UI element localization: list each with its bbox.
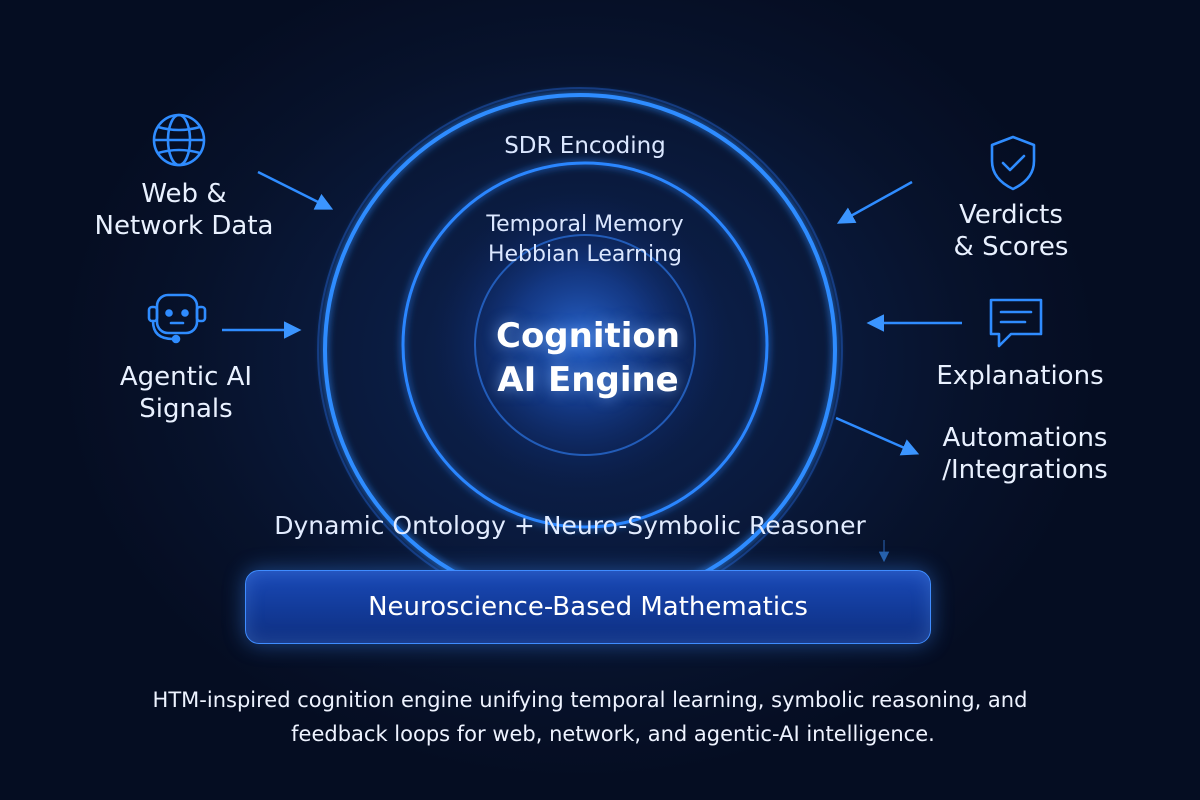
core-title-line2: AI Engine — [497, 360, 679, 400]
reasoner-label: Dynamic Ontology + Neuro-Symbolic Reason… — [274, 511, 866, 540]
verdicts-label-line2: & Scores — [953, 232, 1069, 262]
caption-line1: HTM-inspired cognition engine unifying t… — [152, 688, 1028, 712]
explanations-label: Explanations — [920, 360, 1120, 392]
agentic-label-line1: Agentic AI — [119, 362, 253, 392]
core-glow — [430, 190, 730, 490]
automations-label-line2: /Integrations — [942, 455, 1108, 485]
automations-output-arrow — [835, 416, 920, 456]
temporal-memory-line: Temporal Memory — [486, 212, 684, 237]
sdr-encoding-label: SDR Encoding — [504, 133, 666, 159]
automations-label-line1: Automations — [942, 423, 1108, 453]
neuroscience-mathematics-box: Neuroscience-Based Mathematics — [245, 570, 931, 644]
web-network-data-label: Web & Network Data — [94, 178, 274, 242]
agentic-label-line2: Signals — [139, 394, 233, 424]
inner-ring — [474, 234, 696, 456]
cognition-ai-engine-title: Cognition AI Engine — [478, 314, 698, 402]
web-label-line2: Network Data — [94, 211, 274, 241]
neuroscience-mathematics-label: Neuroscience-Based Mathematics — [368, 592, 808, 622]
verdicts-output-arrow — [836, 180, 913, 224]
core-title-line1: Cognition — [496, 316, 680, 356]
hebbian-learning-line: Hebbian Learning — [487, 242, 683, 267]
web-label-line1: Web & — [141, 179, 227, 209]
web-input-arrow — [257, 170, 334, 210]
automations-integrations-label: Automations /Integrations — [920, 422, 1130, 486]
diagram-caption: HTM-inspired cognition engine unifying t… — [0, 683, 1180, 751]
caption-line2: feedback loops for web, network, and age… — [291, 722, 935, 746]
verdicts-scores-label: Verdicts & Scores — [921, 199, 1101, 263]
globe-icon — [152, 113, 206, 167]
speech-bubble-icon — [989, 298, 1043, 348]
middle-ring — [401, 161, 769, 529]
robot-head-icon — [147, 293, 207, 344]
agentic-ai-signals-label: Agentic AI Signals — [96, 361, 276, 425]
verdicts-label-line1: Verdicts — [959, 200, 1063, 230]
temporal-memory-label: Temporal Memory Hebbian Learning — [455, 210, 715, 270]
explanations-label-text: Explanations — [936, 361, 1104, 391]
shield-check-icon — [990, 135, 1036, 191]
